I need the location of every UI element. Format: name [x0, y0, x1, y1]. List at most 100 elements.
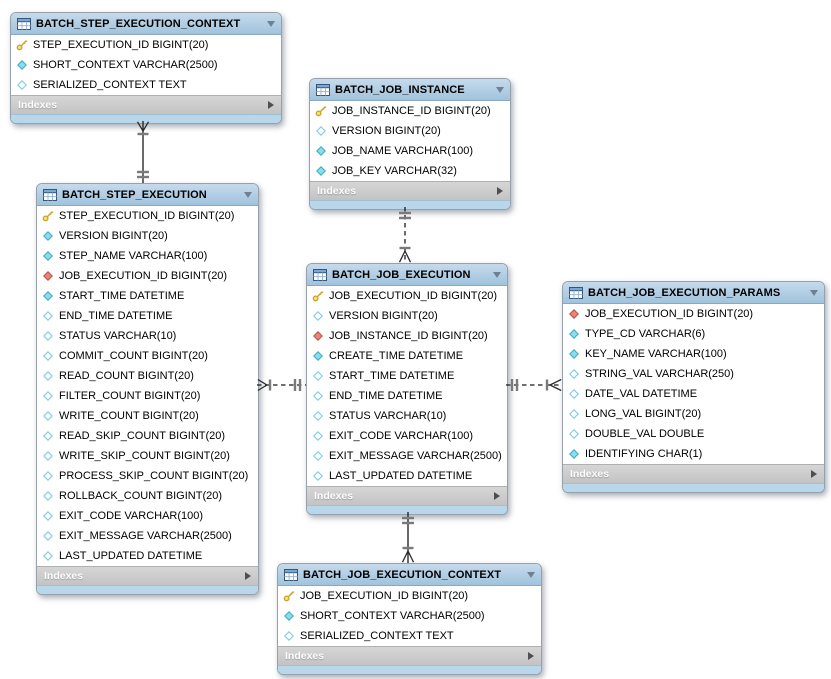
table-header[interactable]: BATCH_STEP_EXECUTION_CONTEXT	[11, 13, 281, 35]
column-label: TYPE_CD VARCHAR(6)	[585, 328, 706, 340]
filled-diamond-icon	[42, 251, 54, 261]
fk-diamond-icon	[568, 309, 580, 319]
collapse-triangle-icon[interactable]	[496, 86, 504, 93]
column-row: END_TIME DATETIME	[307, 386, 507, 406]
relationship-batch-job-execution-to-batch-job-execution-params[interactable]	[506, 375, 562, 395]
column-list: JOB_EXECUTION_ID BIGINT(20) VERSION BIGIN…	[307, 286, 507, 486]
collapse-triangle-icon[interactable]	[810, 289, 818, 296]
table-header[interactable]: BATCH_JOB_INSTANCE	[310, 79, 510, 101]
indexes-bar[interactable]: Indexes	[307, 486, 507, 505]
hollow-diamond-icon	[42, 311, 54, 321]
table-icon	[284, 568, 298, 581]
relationship-batch-job-instance-to-batch-job-execution[interactable]	[395, 207, 415, 263]
indexes-bar[interactable]: Indexes	[37, 566, 258, 585]
column-list: JOB_EXECUTION_ID BIGINT(20) TYPE_CD VARCH…	[563, 304, 824, 464]
column-row: COMMIT_COUNT BIGINT(20)	[37, 346, 258, 366]
hollow-diamond-icon	[568, 429, 580, 439]
column-row: START_TIME DATETIME	[37, 286, 258, 306]
column-label: IDENTIFYING CHAR(1)	[585, 448, 703, 460]
column-label: EXIT_MESSAGE VARCHAR(2500)	[329, 450, 502, 462]
table-header[interactable]: BATCH_STEP_EXECUTION	[37, 184, 258, 206]
column-row: VERSION BIGINT(20)	[310, 121, 510, 141]
column-row: JOB_EXECUTION_ID BIGINT(20)	[563, 304, 824, 324]
column-label: SERIALIZED_CONTEXT TEXT	[33, 79, 187, 91]
column-label: ROLLBACK_COUNT BIGINT(20)	[59, 490, 223, 502]
filled-diamond-icon	[568, 449, 580, 459]
hollow-diamond-icon	[312, 451, 324, 461]
hollow-diamond-icon	[16, 80, 28, 90]
column-label: STEP_NAME VARCHAR(100)	[59, 250, 208, 262]
collapse-triangle-icon[interactable]	[493, 271, 501, 278]
column-row: STEP_EXECUTION_ID BIGINT(20)	[11, 35, 281, 55]
table-title: BATCH_JOB_EXECUTION_PARAMS	[588, 286, 781, 299]
hollow-diamond-icon	[42, 511, 54, 521]
hollow-diamond-icon	[42, 491, 54, 501]
table-title: BATCH_JOB_EXECUTION	[332, 268, 471, 281]
column-row: LONG_VAL BIGINT(20)	[563, 404, 824, 424]
table-batch-job-execution-context[interactable]: BATCH_JOB_EXECUTION_CONTEXT JOB_EXECUTION…	[277, 563, 542, 675]
column-row: JOB_EXECUTION_ID BIGINT(20)	[278, 586, 541, 606]
column-row: EXIT_CODE VARCHAR(100)	[37, 506, 258, 526]
column-label: START_TIME DATETIME	[329, 370, 455, 382]
filled-diamond-icon	[312, 351, 324, 361]
indexes-bar[interactable]: Indexes	[563, 464, 824, 483]
hollow-diamond-icon	[312, 411, 324, 421]
table-title: BATCH_JOB_INSTANCE	[335, 83, 465, 96]
column-row: STEP_NAME VARCHAR(100)	[37, 246, 258, 266]
column-list: JOB_INSTANCE_ID BIGINT(20)VERSION BIGINT…	[310, 101, 510, 181]
column-label: STATUS VARCHAR(10)	[329, 410, 447, 422]
column-label: SHORT_CONTEXT VARCHAR(2500)	[33, 59, 218, 71]
table-title: BATCH_STEP_EXECUTION_CONTEXT	[36, 17, 241, 30]
filled-diamond-icon	[315, 166, 327, 176]
collapse-triangle-icon[interactable]	[527, 571, 535, 578]
collapse-triangle-icon[interactable]	[267, 20, 275, 27]
indexes-bar[interactable]: Indexes	[278, 646, 541, 665]
table-icon	[313, 268, 327, 281]
expand-arrow-icon	[245, 572, 251, 580]
table-batch-job-execution-params[interactable]: BATCH_JOB_EXECUTION_PARAMS JOB_EXECUTION_…	[562, 281, 825, 493]
collapse-triangle-icon[interactable]	[244, 191, 252, 198]
indexes-bar[interactable]: Indexes	[310, 181, 510, 200]
column-row: PROCESS_SKIP_COUNT BIGINT(20)	[37, 466, 258, 486]
column-label: VERSION BIGINT(20)	[329, 310, 438, 322]
relationship-batch-step-execution-to-batch-job-execution[interactable]	[257, 375, 306, 395]
expand-arrow-icon	[528, 652, 534, 660]
table-icon	[316, 83, 330, 96]
column-label: JOB_EXECUTION_ID BIGINT(20)	[329, 290, 498, 302]
hollow-diamond-icon	[42, 371, 54, 381]
hollow-diamond-icon	[315, 126, 327, 136]
column-row: CREATE_TIME DATETIME	[307, 346, 507, 366]
column-row: EXIT_MESSAGE VARCHAR(2500)	[37, 526, 258, 546]
table-header[interactable]: BATCH_JOB_EXECUTION	[307, 264, 507, 286]
table-bottom-strip	[37, 585, 258, 594]
table-header[interactable]: BATCH_JOB_EXECUTION_CONTEXT	[278, 564, 541, 586]
table-batch-job-execution[interactable]: BATCH_JOB_EXECUTION JOB_EXECUTION_ID BIGI…	[306, 263, 508, 515]
column-list: STEP_EXECUTION_ID BIGINT(20)VERSION BIGI…	[37, 206, 258, 566]
column-label: EXIT_CODE VARCHAR(100)	[59, 510, 204, 522]
indexes-bar[interactable]: Indexes	[11, 95, 281, 114]
column-row: DOUBLE_VAL DOUBLE	[563, 424, 824, 444]
key-icon	[315, 105, 327, 117]
column-label: STEP_EXECUTION_ID BIGINT(20)	[59, 210, 235, 222]
column-label: LAST_UPDATED DATETIME	[59, 550, 203, 562]
relationship-batch-step-execution-context-to-batch-step-execution[interactable]	[133, 121, 153, 183]
column-row: SERIALIZED_CONTEXT TEXT	[11, 75, 281, 95]
column-label: JOB_EXECUTION_ID BIGINT(20)	[300, 590, 469, 602]
column-row: JOB_INSTANCE_ID BIGINT(20)	[307, 326, 507, 346]
table-header[interactable]: BATCH_JOB_EXECUTION_PARAMS	[563, 282, 824, 304]
column-row: SHORT_CONTEXT VARCHAR(2500)	[11, 55, 281, 75]
column-label: JOB_NAME VARCHAR(100)	[332, 145, 473, 157]
column-row: IDENTIFYING CHAR(1)	[563, 444, 824, 464]
table-icon	[17, 17, 31, 30]
table-batch-job-instance[interactable]: BATCH_JOB_INSTANCE JOB_INSTANCE_ID BIGINT…	[309, 78, 511, 210]
column-label: END_TIME DATETIME	[329, 390, 443, 402]
column-label: LAST_UPDATED DATETIME	[329, 470, 473, 482]
column-row: JOB_EXECUTION_ID BIGINT(20)	[307, 286, 507, 306]
table-batch-step-execution-context[interactable]: BATCH_STEP_EXECUTION_CONTEXT STEP_EXECUTI…	[10, 12, 282, 124]
table-icon	[43, 188, 57, 201]
relationship-batch-job-execution-to-batch-job-execution-context[interactable]	[398, 512, 418, 563]
column-label: LONG_VAL BIGINT(20)	[585, 408, 702, 420]
indexes-label: Indexes	[285, 650, 325, 662]
filled-diamond-icon	[568, 329, 580, 339]
